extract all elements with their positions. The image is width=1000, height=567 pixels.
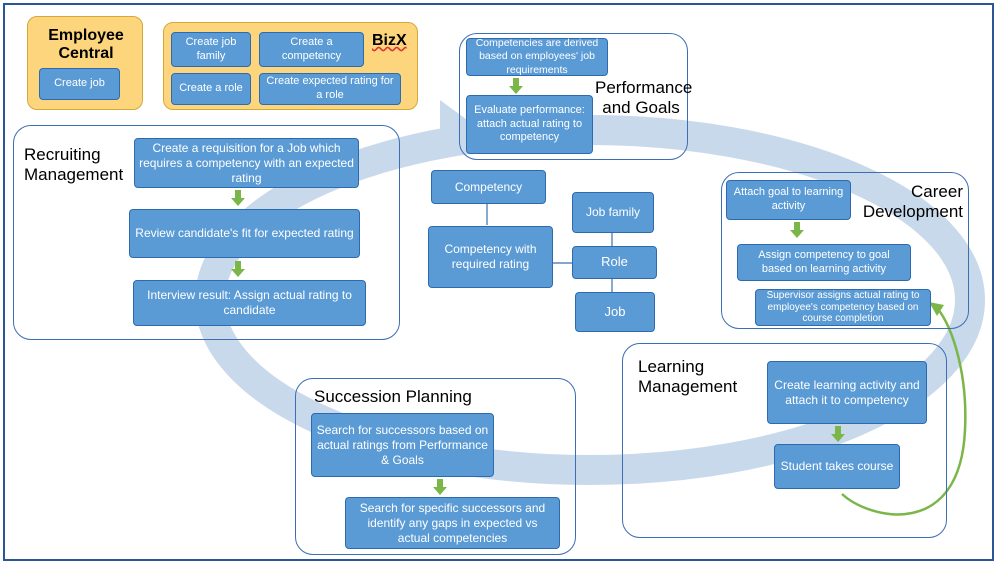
learning-title: Learning Management (638, 357, 738, 396)
performance-title: Performance and Goals (595, 78, 693, 117)
create-job-box: Create job (39, 68, 120, 100)
bizx-title: BizX (372, 32, 407, 49)
career-panel (721, 172, 969, 329)
supervisor-assigns-box: Supervisor assigns actual rating to empl… (755, 289, 931, 326)
recruiting-title: Recruiting Management (24, 145, 124, 184)
student-takes-course-box: Student takes course (774, 444, 900, 489)
succession-panel (295, 378, 576, 555)
role-box: Role (572, 246, 657, 279)
search-specific-successors-box: Search for specific successors and ident… (345, 497, 560, 549)
career-title: Career Development (862, 182, 963, 221)
assign-competency-box: Assign competency to goal based on learn… (737, 244, 911, 281)
diagram-frame (3, 3, 994, 561)
job-family-box: Job family (572, 192, 654, 233)
competency-box: Competency (431, 170, 546, 204)
learning-panel (622, 343, 947, 538)
evaluate-performance-box: Evaluate performance: attach actual rati… (466, 95, 593, 154)
create-expected-rating-box: Create expected rating for a role (259, 73, 401, 105)
performance-panel (459, 33, 688, 160)
learning-arrow-1 (831, 426, 845, 442)
create-job-family-box: Create job family (171, 32, 251, 67)
competencies-derived-box: Competencies are derived based on employ… (466, 37, 608, 76)
create-role-box: Create a role (171, 73, 251, 105)
feedback-curve (841, 305, 967, 516)
create-learning-activity-box: Create learning activity and attach it t… (767, 361, 927, 424)
cycle-arrowhead (440, 100, 470, 144)
recruit-arrow-1 (231, 190, 245, 206)
create-requisition-box: Create a requisition for a Job which req… (134, 138, 359, 188)
recruit-arrow-2 (231, 261, 245, 277)
job-box: Job (575, 292, 655, 332)
competency-required-box: Competency with required rating (428, 226, 553, 288)
review-candidate-box: Review candidate's fit for expected rati… (129, 209, 360, 258)
create-competency-box: Create a competency (259, 32, 364, 67)
succession-title: Succession Planning (314, 387, 472, 406)
search-successors-box: Search for successors based on actual ra… (311, 413, 494, 477)
attach-goal-box: Attach goal to learning activity (726, 180, 851, 220)
career-arrow-1 (790, 222, 804, 238)
interview-result-box: Interview result: Assign actual rating t… (133, 280, 366, 326)
succession-arrow-1 (433, 479, 447, 495)
employee-central-title: Employee Central (48, 27, 124, 63)
recruiting-panel (13, 125, 400, 340)
perf-down-arrow (509, 78, 523, 94)
feedback-arrowhead (929, 302, 944, 316)
